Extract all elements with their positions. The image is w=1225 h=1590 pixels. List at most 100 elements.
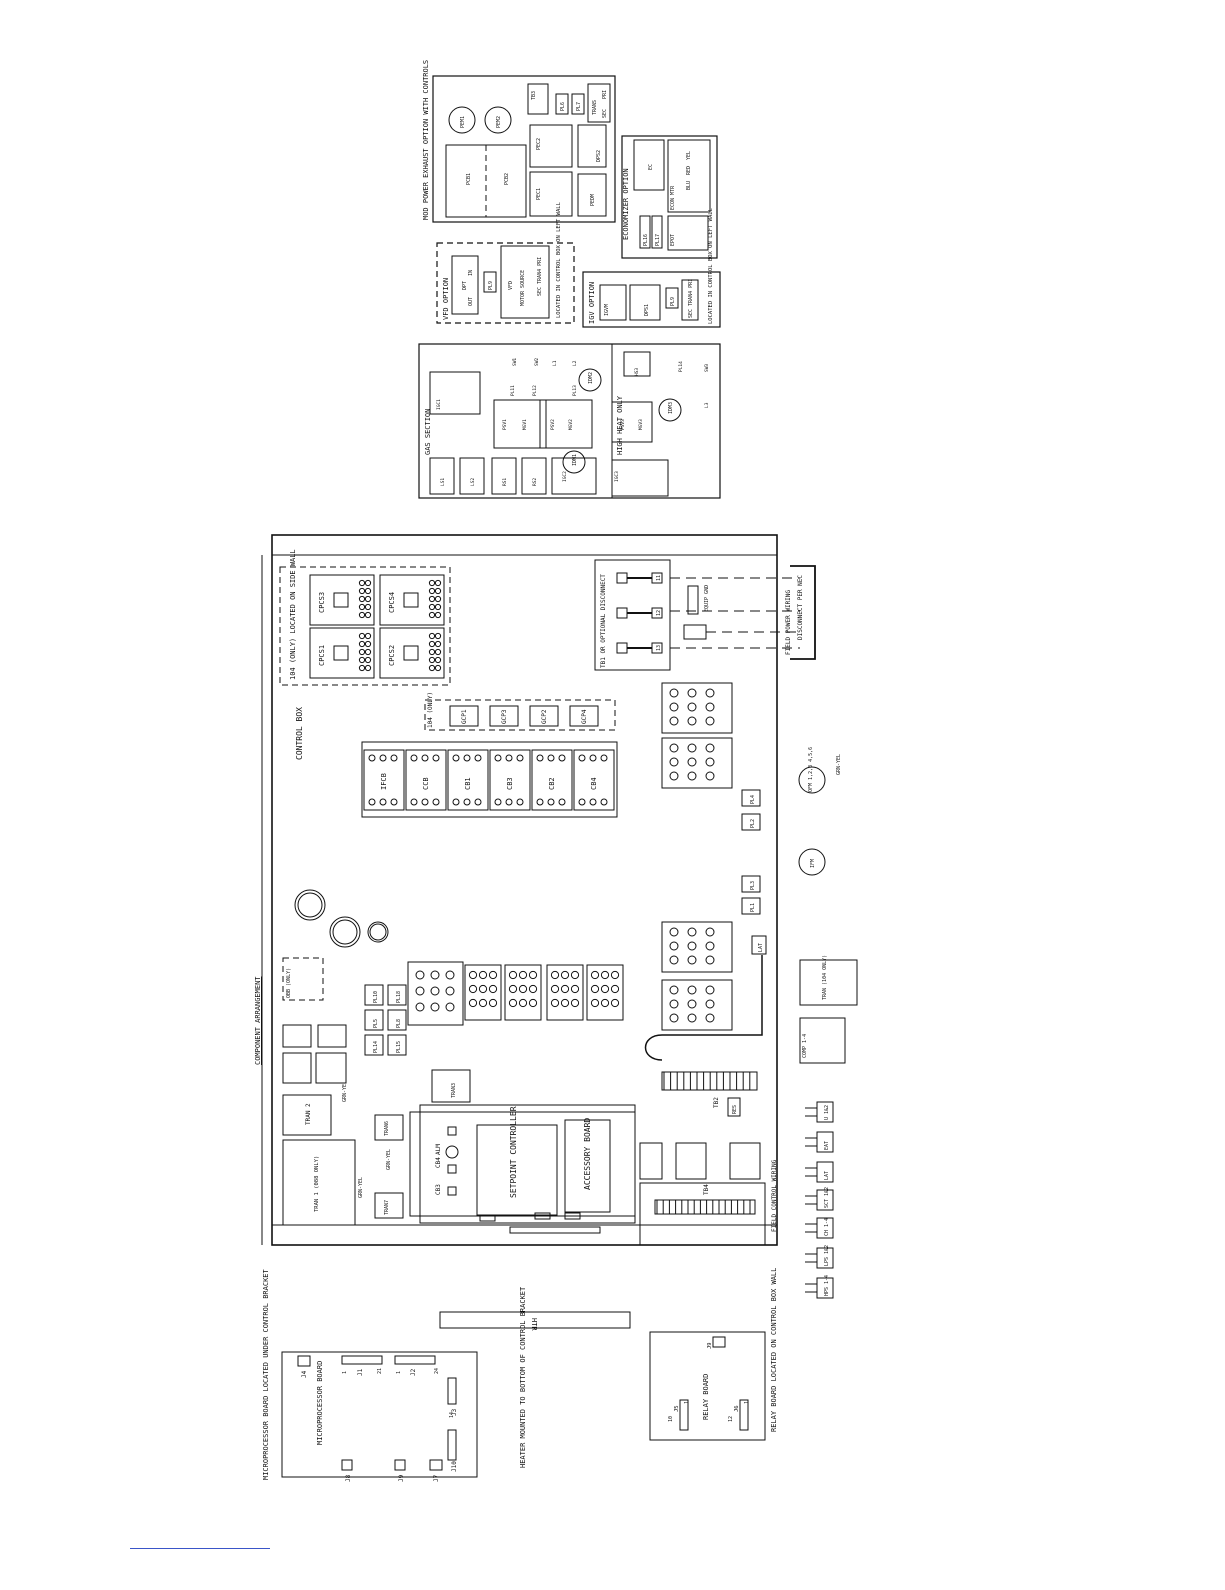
terminal-icon bbox=[434, 611, 442, 619]
terminal-icon bbox=[705, 688, 715, 698]
gas-item-label: RS2 bbox=[532, 478, 538, 486]
terminal-icon bbox=[410, 798, 418, 806]
pcb2-label: PCB2 bbox=[504, 173, 510, 185]
motor-grn-yel: GRN-YEL bbox=[836, 754, 842, 775]
terminal-icon bbox=[687, 702, 697, 712]
terminal-icon bbox=[358, 595, 366, 603]
terminal-icon bbox=[547, 798, 555, 806]
terminal-icon bbox=[687, 985, 697, 995]
breaker-label: CB2 bbox=[548, 777, 556, 790]
tran1-label: TRAN 1 (088 ONLY) bbox=[314, 1156, 320, 1212]
footer-link-underline[interactable] bbox=[130, 1548, 270, 1549]
terminal-icon bbox=[364, 632, 372, 640]
terminal-icon bbox=[415, 1002, 425, 1012]
terminal-icon bbox=[669, 702, 679, 712]
terminal-icon bbox=[516, 798, 524, 806]
terminal-icon bbox=[669, 771, 679, 781]
gas-item-label: L2 bbox=[572, 360, 578, 366]
sensor-label: SCT 1&2 bbox=[824, 1187, 830, 1208]
terminal-icon bbox=[560, 998, 570, 1008]
terminal-icon bbox=[705, 927, 715, 937]
terminal-icon bbox=[364, 603, 372, 611]
pl7-label: PL7 bbox=[576, 102, 582, 111]
terminal-icon bbox=[687, 716, 697, 726]
terminal-icon bbox=[430, 1002, 440, 1012]
terminal-icon bbox=[364, 656, 372, 664]
terminal-icon bbox=[536, 798, 544, 806]
terminal-icon bbox=[518, 970, 528, 980]
gas-item-label: RS1 bbox=[502, 478, 508, 486]
terminal-icon bbox=[669, 688, 679, 698]
mod-power-exhaust-panel: MOD POWER EXHAUST OPTION WITH CONTROLS P… bbox=[422, 60, 616, 223]
terminal-icon bbox=[578, 798, 586, 806]
terminal-icon bbox=[445, 970, 455, 980]
igv-tran4: SEC TRAN4 PRI bbox=[688, 279, 694, 318]
terminal-icon bbox=[434, 579, 442, 587]
terminal-icon bbox=[364, 648, 372, 656]
terminal-icon bbox=[434, 595, 442, 603]
terminal-icon bbox=[669, 941, 679, 951]
terminal-icon bbox=[415, 970, 425, 980]
tran-104-label: TRAN (104 ONLY) bbox=[822, 955, 828, 1000]
terminal-icon bbox=[600, 998, 610, 1008]
micro-connector-label: J7 bbox=[433, 1474, 440, 1482]
terminal-icon bbox=[508, 984, 518, 994]
terminal-icon bbox=[434, 664, 442, 672]
terminal-icon bbox=[364, 595, 372, 603]
tb1-label: TB1 OR OPTIONAL DISCONNECT bbox=[600, 574, 607, 668]
cb3-label: CB3 bbox=[435, 1184, 442, 1195]
breaker-label: CB3 bbox=[506, 777, 514, 790]
tran6-label: TRAN6 bbox=[384, 1121, 390, 1136]
economizer-panel: ECONOMIZER OPTION EC PL16 PL17 EPOT ECON… bbox=[621, 135, 718, 259]
terminal-icon bbox=[428, 664, 436, 672]
left-plug-label: PL10 bbox=[373, 991, 379, 1003]
dps2-label: DPS2 bbox=[596, 150, 602, 162]
cpcs-box bbox=[309, 574, 375, 626]
gas-item-label: PSV1 bbox=[502, 419, 508, 430]
ofm-label: OFM 1,2,3 4,5,6 bbox=[808, 747, 814, 792]
gas-item-label: PSV2 bbox=[550, 419, 556, 430]
terminal-icon bbox=[364, 611, 372, 619]
page-title: COMPONENT ARRANGEMENT bbox=[254, 976, 262, 1065]
sensor-label: LPS 1&2 bbox=[824, 1245, 830, 1266]
terminal-icon bbox=[434, 640, 442, 648]
vfd-name: VFD bbox=[508, 281, 514, 290]
terminal-icon bbox=[669, 743, 679, 753]
terminal-icon bbox=[589, 798, 597, 806]
igv-pl9: PL9 bbox=[670, 297, 676, 306]
vfd-tran4: SEC TRAN4 PRI bbox=[537, 257, 543, 296]
terminal-icon bbox=[364, 579, 372, 587]
terminal-icon bbox=[669, 757, 679, 767]
plug-label: PL3 bbox=[750, 881, 756, 890]
relay-connector-label: J9 bbox=[707, 1342, 713, 1349]
micro-connector-label: J8 bbox=[345, 1474, 352, 1482]
terminal-icon bbox=[368, 798, 376, 806]
terminal-icon bbox=[358, 648, 366, 656]
tb3-label: TB3 bbox=[531, 91, 537, 100]
micro-connector-label: J4 bbox=[301, 1370, 308, 1378]
sensor-label: HPS 1-4 bbox=[824, 1275, 830, 1296]
terminal-icon bbox=[590, 998, 600, 1008]
cpcs-box bbox=[379, 574, 445, 626]
micro-connector-label: J1 bbox=[357, 1368, 364, 1376]
obb-label: OBB (ONLY) bbox=[286, 968, 292, 998]
terminal-icon bbox=[610, 998, 620, 1008]
terminal-icon bbox=[434, 587, 442, 595]
terminal-icon bbox=[600, 984, 610, 994]
sensor-label: U 1&2 bbox=[824, 1105, 830, 1120]
terminal-icon bbox=[379, 798, 387, 806]
terminal-icon bbox=[434, 648, 442, 656]
grn-yel-label-1: GRN-YEL bbox=[342, 1081, 348, 1102]
terminal-icon bbox=[560, 970, 570, 980]
equip-gnd-label: EQUIP GND bbox=[704, 585, 710, 612]
gas-item-label: PL12 bbox=[532, 385, 538, 396]
terminal-icon bbox=[610, 984, 620, 994]
terminal-icon bbox=[687, 955, 697, 965]
igv-option-panel: IGV OPTION IGVM DPS1 PL9 SEC TRAN4 PRI L… bbox=[582, 207, 721, 328]
gas-item-label: MGV3 bbox=[638, 419, 644, 430]
terminal-icon bbox=[358, 632, 366, 640]
pl16-label: PL16 bbox=[643, 234, 649, 246]
terminal-icon bbox=[687, 771, 697, 781]
cpcs-label: CPCS1 bbox=[318, 645, 326, 666]
